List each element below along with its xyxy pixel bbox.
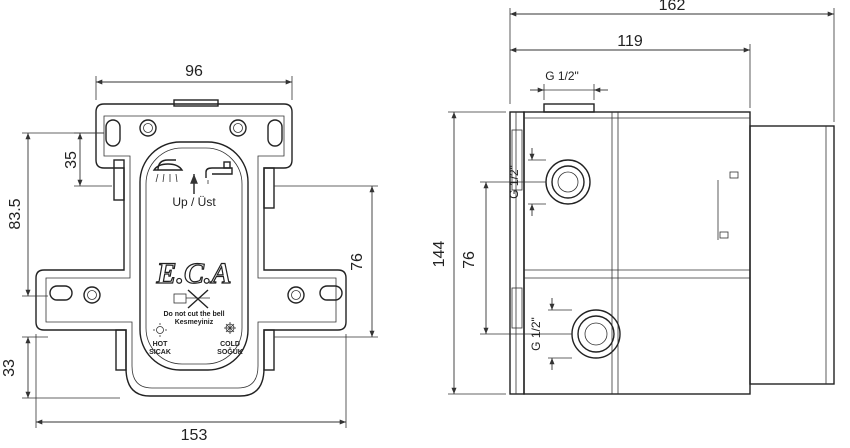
dim-left-lower: 33 xyxy=(1,359,18,377)
cold-label: COLD xyxy=(220,341,240,348)
warning-text-line1: Do not cut the bell xyxy=(163,311,224,318)
cold-snowflake-icon xyxy=(224,322,236,334)
side-view: 162 119 G 1/2" 144 76 G 1/2" G 1/2" xyxy=(431,0,835,395)
slot-bottom-left xyxy=(49,285,73,301)
dim-port-spacing: 76 xyxy=(461,251,478,269)
slot-top-left xyxy=(105,119,121,147)
cover-plate-inner xyxy=(145,147,243,365)
hot-label: HOT xyxy=(153,341,169,348)
hot-sun-icon xyxy=(153,323,167,337)
screw-top-left xyxy=(139,119,157,137)
side-body xyxy=(523,111,751,395)
side-port-upper-right xyxy=(263,167,275,209)
warning-text-line2: Kesmeyiniz xyxy=(175,319,214,326)
dim-right-mid: 76 xyxy=(349,253,366,271)
slot-bottom-right xyxy=(319,285,343,301)
cover-plate xyxy=(139,141,249,371)
direction-label: Up / Üst xyxy=(172,195,216,209)
do-not-cut-icon xyxy=(173,289,210,309)
cold-label-tr: SOĞUK xyxy=(217,347,243,356)
faucet-icon xyxy=(205,161,233,184)
screw-bottom-right xyxy=(287,286,305,304)
hot-label-tr: SICAK xyxy=(149,349,171,356)
shower-head-icon xyxy=(152,159,184,183)
dim-body-depth: 119 xyxy=(617,33,643,50)
upper-port-thread-label: G 1/2" xyxy=(507,165,521,199)
dim-left-upper: 35 xyxy=(63,151,80,169)
inner-outline xyxy=(45,115,337,389)
lower-port xyxy=(571,309,621,359)
side-top-boss xyxy=(543,103,595,113)
front-view: Up / Üst E.C.A Do not cut the bell Kesme… xyxy=(1,63,378,444)
top-thread-label: G 1/2" xyxy=(545,69,579,83)
upper-port xyxy=(545,159,591,205)
side-port-lower-left xyxy=(115,329,127,371)
dim-left-mid: 83.5 xyxy=(7,198,24,229)
rear-cap xyxy=(749,125,835,385)
dim-bottom-width: 153 xyxy=(181,427,208,444)
side-port-upper-left xyxy=(113,159,125,201)
dim-total-depth: 162 xyxy=(659,0,686,14)
side-port-lower-right xyxy=(263,329,275,371)
screw-top-right xyxy=(229,119,247,137)
lower-port-thread-label: G 1/2" xyxy=(529,317,543,351)
screw-bottom-left xyxy=(83,286,101,304)
top-boss xyxy=(173,99,219,107)
brand-logo: E.C.A xyxy=(155,257,231,290)
slot-top-right xyxy=(267,119,283,147)
dim-height: 144 xyxy=(431,241,448,268)
dim-top-width: 96 xyxy=(185,63,203,80)
